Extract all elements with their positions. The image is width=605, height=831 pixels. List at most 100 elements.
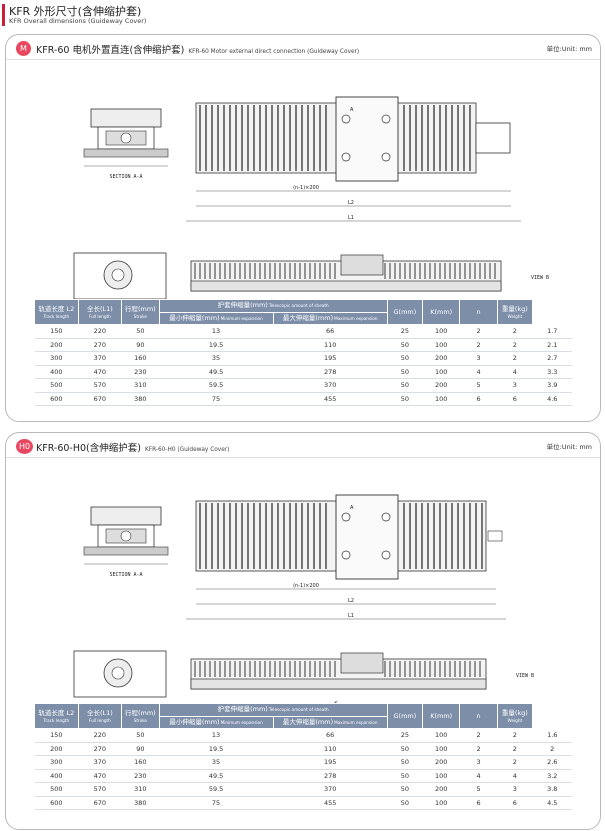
table-cell: 570 — [78, 378, 122, 393]
section-body — [90, 108, 162, 128]
table-cell: 380 — [121, 796, 159, 810]
table-cell: 270 — [78, 742, 122, 756]
table-cell: 13 — [159, 728, 274, 743]
table-cell: 3 — [497, 378, 533, 393]
col-header-n: n — [459, 299, 498, 325]
table-cell: 50 — [387, 392, 423, 406]
col-header-max: 最大伸缩量(mm)Maximum expansion — [272, 715, 388, 729]
col-full-en: Full length — [88, 314, 111, 319]
table-cell: 4.6 — [532, 392, 572, 406]
panel-title-en: KFR-60 Motor external direct connection … — [188, 49, 360, 55]
table-cell: 470 — [78, 365, 122, 379]
divider — [6, 59, 600, 60]
mount-hole — [341, 512, 351, 522]
col-header-stroke: 行程(mm)Stroke — [121, 703, 160, 729]
table-cell: 400 — [34, 365, 79, 379]
col-header-stroke: 行程(mm)Stroke — [121, 299, 160, 325]
table-cell: 195 — [273, 351, 388, 366]
section-screw — [120, 132, 132, 144]
table-cell: 100 — [422, 796, 460, 810]
table-cell: 100 — [422, 392, 460, 406]
slider-plate — [335, 96, 399, 182]
table-cell: 2 — [459, 742, 498, 756]
table-cell: 50 — [387, 378, 423, 393]
table-cell: 3 — [459, 351, 498, 366]
table-cell: 160 — [121, 351, 159, 366]
table-cell: 370 — [78, 351, 122, 366]
page-subtitle: KFR Overall dimensions (Guideway Cover) — [9, 17, 147, 25]
section-label: SECTION A-A — [109, 572, 142, 578]
table-cell: 2 — [459, 728, 498, 743]
table-cell: 100 — [422, 365, 460, 379]
dim-n: (n-1)×200 — [293, 185, 319, 191]
panel-kfr60-motor: M KFR-60 电机外置直连(含伸缩护套)KFR-60 Motor exter… — [5, 34, 601, 422]
table-cell: 50 — [387, 796, 423, 810]
table-cell: 310 — [121, 782, 159, 797]
table-cell: 4 — [459, 365, 498, 379]
motor-flange — [475, 122, 511, 154]
col-full-en: Full length — [88, 718, 111, 723]
table-cell: 4.5 — [532, 796, 572, 810]
section-body — [90, 506, 162, 526]
col-weight-en: Weight — [507, 718, 523, 723]
section-screw — [120, 530, 132, 542]
table-cell: 2 — [459, 324, 498, 339]
view-b-label: VIEW B — [531, 275, 549, 281]
mount-hole — [381, 550, 391, 560]
dim-l2: L2 — [348, 598, 354, 604]
table-cell: 3.2 — [532, 769, 572, 783]
table-cell: 370 — [78, 755, 122, 770]
table-cell: 19.5 — [159, 742, 274, 756]
col-header-k: K(mm) — [422, 299, 461, 325]
table-cell: 600 — [34, 796, 79, 810]
table-cell: 380 — [121, 392, 159, 406]
table-cell: 230 — [121, 365, 159, 379]
table-cell: 5 — [459, 378, 498, 393]
col-stroke-en: Stroke — [133, 314, 147, 319]
table-cell: 455 — [273, 796, 388, 810]
col-header-g: G(mm) — [386, 299, 424, 325]
header-accent-bar — [2, 4, 5, 26]
col-header-min: 最小伸缩量(mm)Minimum expansion — [158, 715, 274, 729]
dim-n: (n-1)×200 — [293, 583, 319, 589]
panel-title-cn: KFR-60 电机外置直连(含伸缩护套) — [36, 45, 185, 56]
panel-kfr60-h0: H0 KFR-60-H0(含伸缩护套)KFR-60-H0 (Guideway C… — [5, 432, 601, 830]
end-view-shaft — [111, 666, 125, 680]
table-cell: 2 — [497, 755, 533, 770]
side-slider — [340, 652, 384, 674]
table-cell: 200 — [34, 338, 79, 352]
table-cell: 270 — [78, 338, 122, 352]
table-cell: 470 — [78, 769, 122, 783]
dim-l1: L1 — [348, 215, 354, 221]
table-cell: 2 — [459, 338, 498, 352]
table-cell: 2.1 — [532, 338, 572, 352]
col-header-cover: 护套伸缩量(mm)Telescopic amount of sheath — [158, 703, 388, 717]
section-base — [83, 148, 169, 158]
table-cell: 19.5 — [159, 338, 274, 352]
page-header: KFR 外形尺寸(含伸缩护套) KFR Overall dimensions (… — [0, 0, 605, 32]
table-cell: 3.9 — [532, 378, 572, 393]
table-cell: 6 — [497, 796, 533, 810]
a-mark: A — [350, 107, 354, 113]
table-cell: 200 — [422, 351, 460, 366]
table-cell: 50 — [387, 338, 423, 352]
section-base — [83, 546, 169, 556]
table-cell: 110 — [273, 742, 388, 756]
panel-badge: M — [16, 41, 31, 56]
unit-label: 单位:Unit: mm — [546, 45, 592, 53]
table-cell: 150 — [34, 728, 79, 743]
table-cell: 2 — [497, 742, 533, 756]
table-cell: 400 — [34, 769, 79, 783]
table-cell: 3.8 — [532, 782, 572, 797]
divider — [6, 457, 600, 458]
table-cell: 100 — [422, 742, 460, 756]
table-cell: 5 — [459, 782, 498, 797]
table-cell: 570 — [78, 782, 122, 797]
page-title: KFR 外形尺寸(含伸缩护套) — [9, 5, 142, 18]
table-cell: 220 — [78, 324, 122, 339]
table-cell: 6 — [459, 796, 498, 810]
